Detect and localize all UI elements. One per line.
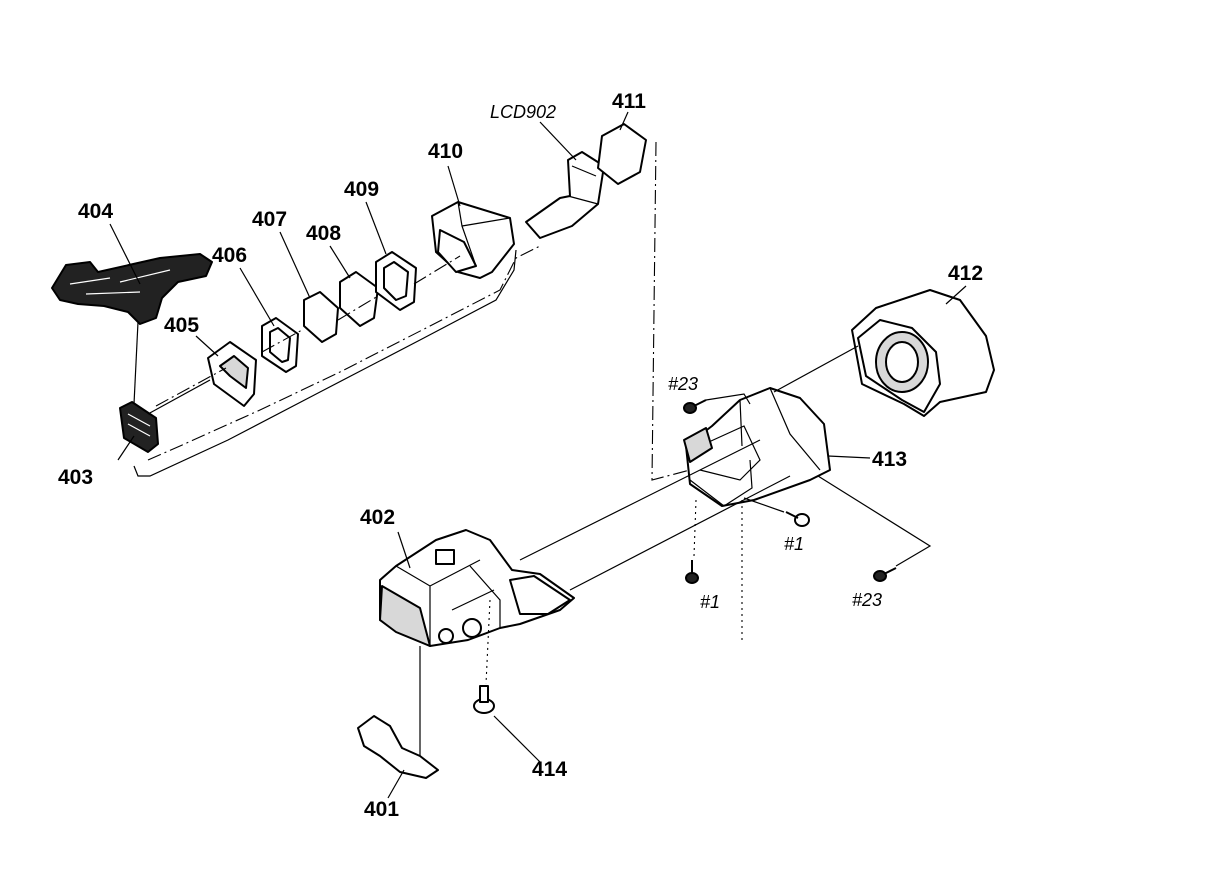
label-lcd902: LCD902 <box>490 102 556 122</box>
label-414: 414 <box>532 758 567 781</box>
part-410-housing <box>431 201 515 279</box>
part-403-plate <box>119 401 159 453</box>
label-screw-23-upper: #23 <box>668 374 698 394</box>
part-408-sheet <box>339 271 379 327</box>
leader-408 <box>329 245 351 279</box>
part-404-bracket <box>51 253 213 325</box>
label-412: 412 <box>948 262 983 285</box>
leader-407 <box>279 231 311 299</box>
part-402-main-unit <box>379 529 575 647</box>
axis-402-413-b <box>569 475 791 591</box>
leader-411 <box>619 111 629 131</box>
leader-401 <box>387 769 405 799</box>
part-407-sheet <box>303 291 339 343</box>
label-402: 402 <box>360 506 395 529</box>
leader-402 <box>397 531 411 569</box>
leader-413 <box>827 455 871 459</box>
label-406: 406 <box>212 244 247 267</box>
leader-413-screw23 <box>817 475 932 567</box>
label-410: 410 <box>428 140 463 163</box>
label-404: 404 <box>78 200 113 223</box>
part-411-sheet <box>597 123 647 185</box>
label-screw-1-lower: #1 <box>700 592 720 612</box>
leader-412 <box>945 285 967 305</box>
label-screw-1-right: #1 <box>784 534 804 554</box>
dot-screw1-lower <box>693 499 697 557</box>
leader-406 <box>239 267 275 327</box>
leader-lcd902 <box>539 121 577 161</box>
part-401-bracket <box>357 715 439 779</box>
part-409-frame <box>375 251 417 311</box>
leader-409 <box>365 201 387 255</box>
leader-404-down <box>133 321 139 405</box>
dot-402-414 <box>485 599 491 685</box>
leader-404 <box>109 223 141 285</box>
label-409: 409 <box>344 178 379 201</box>
part-413-barrel <box>683 387 831 507</box>
label-screw-23-lower: #23 <box>852 590 882 610</box>
leader-403 <box>117 435 135 461</box>
screw-1-right <box>785 511 810 527</box>
axis-402-413-a <box>519 439 761 561</box>
axis-403-405 <box>147 379 211 415</box>
leader-414 <box>493 715 541 763</box>
leader-410 <box>447 165 461 207</box>
label-401: 401 <box>364 798 399 821</box>
leader-405 <box>195 335 219 357</box>
assembly-axis-flex <box>147 245 541 461</box>
axis-413-412 <box>773 345 859 393</box>
axis-411-413 <box>651 141 691 481</box>
leader-screw1-right <box>743 497 785 513</box>
screw-1-lower <box>685 560 699 584</box>
part-405-frame <box>207 341 257 407</box>
flex-loop-line <box>133 249 517 477</box>
label-413: 413 <box>872 448 907 471</box>
label-411: 411 <box>612 90 646 113</box>
lcd902-panel <box>525 151 605 239</box>
part-414-screw <box>473 685 495 714</box>
label-403: 403 <box>58 466 93 489</box>
leader-screw23-upper <box>705 393 751 405</box>
label-407: 407 <box>252 208 287 231</box>
part-412-eyecup <box>851 289 995 417</box>
screw-23-upper <box>683 399 707 414</box>
label-405: 405 <box>164 314 199 337</box>
part-406-gasket <box>261 317 299 373</box>
screw-23-lower <box>873 567 897 582</box>
label-408: 408 <box>306 222 341 245</box>
